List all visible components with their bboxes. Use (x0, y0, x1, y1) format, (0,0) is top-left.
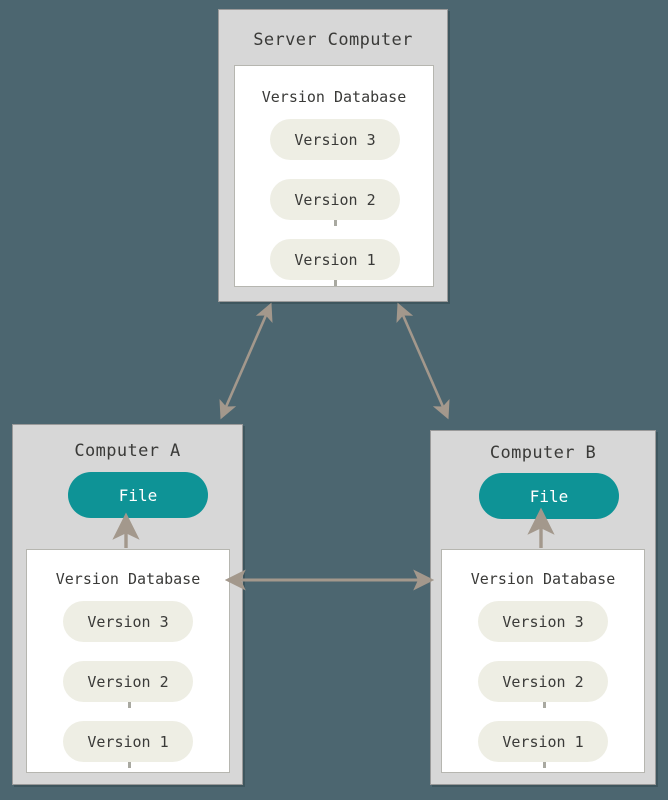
computer-b-title: Computer B (489, 443, 597, 463)
computer-b-version-database-panel: Version Database Version 3 Version 2 Ver… (441, 549, 645, 773)
computer-a-file-pill[interactable]: File (68, 472, 208, 518)
arrow-server-to-computer-b (396, 302, 450, 420)
server-computer-title: Server Computer (253, 30, 413, 50)
computer-b-file-pill[interactable]: File (479, 473, 619, 519)
computer-a-version-database-title: Version Database (55, 570, 201, 588)
computer-b-box: Computer B File Version Database Version… (430, 430, 656, 785)
computer-a-box: Computer A File Version Database Version… (12, 424, 243, 785)
computer-a-title: Computer A (74, 441, 181, 461)
computer-b-version-database-title: Version Database (470, 570, 616, 588)
computer-a-version-pill-1[interactable]: Version 1 (63, 721, 193, 762)
computer-b-version-pill-2[interactable]: Version 2 (478, 661, 608, 702)
server-version-pill-2[interactable]: Version 2 (270, 179, 400, 220)
computer-b-version-pill-3[interactable]: Version 3 (478, 601, 608, 642)
arrow-server-to-computer-a (219, 302, 273, 420)
server-version-database-title: Version Database (261, 88, 407, 106)
computer-a-version-database-panel: Version Database Version 3 Version 2 Ver… (26, 549, 230, 773)
server-version-pill-1[interactable]: Version 1 (270, 239, 400, 280)
computer-a-version-pill-2[interactable]: Version 2 (63, 661, 193, 702)
server-version-database-panel: Version Database Version 3 Version 2 Ver… (234, 65, 434, 287)
server-computer-box: Server Computer Version Database Version… (218, 9, 448, 302)
server-version-pill-3[interactable]: Version 3 (270, 119, 400, 160)
computer-a-version-pill-3[interactable]: Version 3 (63, 601, 193, 642)
computer-b-version-pill-1[interactable]: Version 1 (478, 721, 608, 762)
